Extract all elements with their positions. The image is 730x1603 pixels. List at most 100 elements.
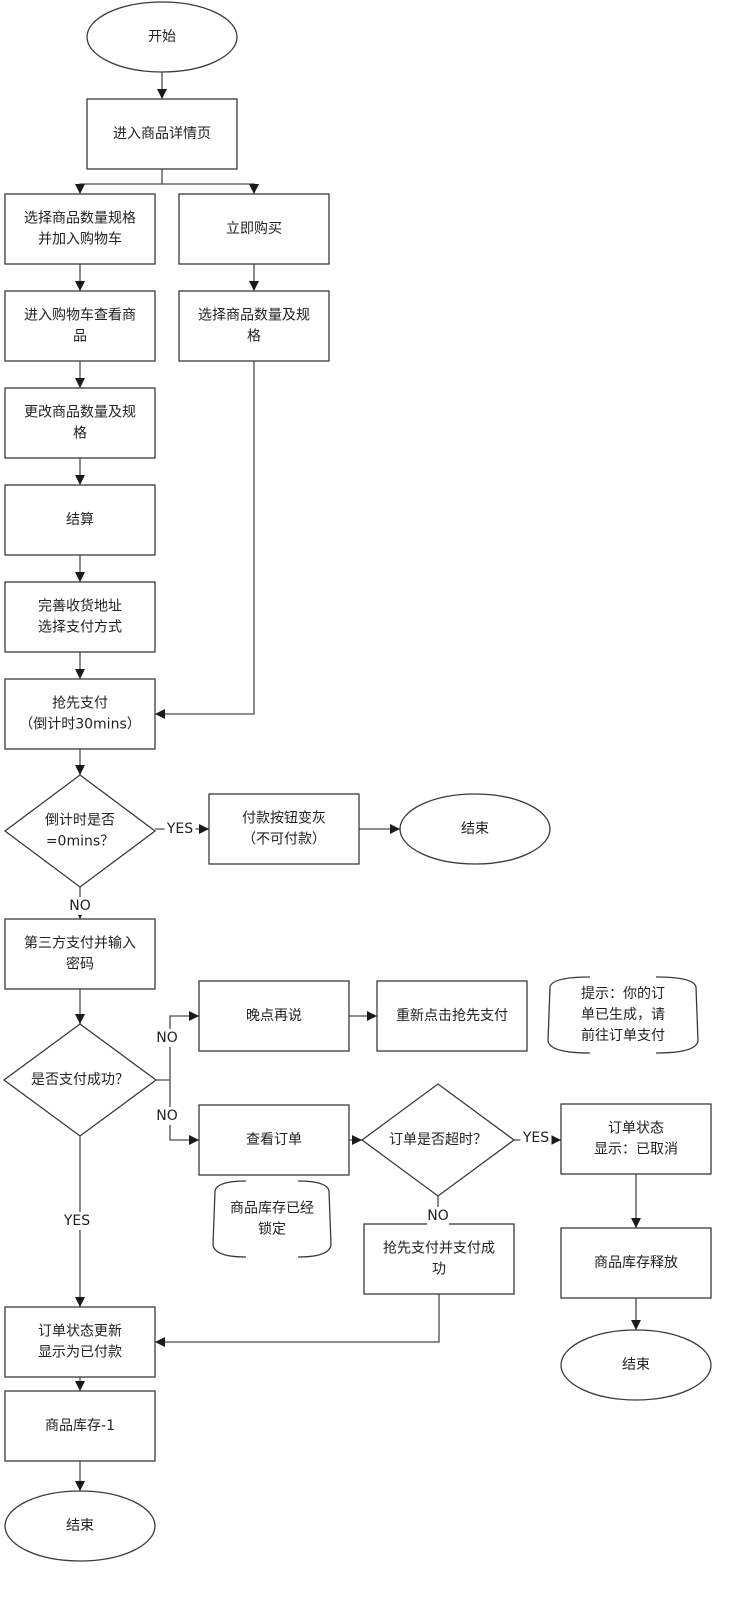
node-label: 结束 [461,821,489,837]
connector-line [155,361,255,715]
node-label: 订单状态 [608,1121,664,1137]
connector-line [79,169,163,194]
edge-rush-pay-to-countdown-zero [75,749,85,775]
node-label: 进入商品详情页 [113,126,211,142]
edge-later-to-retry-rush-pay [349,1011,377,1021]
edge-label-no: NO [156,1107,178,1125]
process-box [4,1306,156,1378]
arrowhead-icon [189,1011,199,1021]
edge-label-background [156,1029,178,1047]
edge-stock-release-to-end-2 [631,1298,641,1330]
edge-label-text: NO [69,898,91,914]
node-view-order: 查看订单 [198,1104,350,1176]
node-label: 付款按钮变灰 [242,811,326,827]
edge-label-text: YES [63,1213,90,1229]
node-detail: 进入商品详情页 [86,98,238,170]
arrowhead-icon [249,184,259,194]
process-box [4,918,156,990]
node-label: 晚点再说 [246,1008,302,1024]
node-label: 选择商品数量及规 [198,308,310,324]
node-button-grey: 付款按钮变灰（不可付款） [208,793,360,865]
node-label: 品 [73,329,87,345]
node-retry-rush-pay: 重新点击抢先支付 [376,980,528,1052]
edge-label-background [69,897,91,915]
node-label: 显示：已取消 [594,1142,678,1158]
note-right-bracket [297,1180,332,1258]
node-label: 商品库存已经 [230,1201,314,1217]
node-label: 并加入购物车 [38,231,122,248]
node-label: 显示为已付款 [38,1345,122,1361]
edge-start-to-detail [157,72,167,99]
node-label: 商品库存-1 [45,1418,115,1434]
node-pay-success: 是否支付成功？ [2,1023,158,1137]
node-label: 是否支付成功？ [31,1072,129,1088]
arrowhead-icon [155,1337,165,1347]
edge-label-text: NO [427,1208,449,1224]
process-box [4,1390,156,1462]
edge-select-spec-to-rush-pay [155,361,255,719]
node-label: 密码 [66,956,94,973]
node-end-1: 结束 [399,793,551,865]
node-label: 结束 [66,1518,94,1534]
process-box [178,290,330,362]
arrowhead-icon [75,475,85,485]
node-end-3: 结束 [4,1490,156,1562]
arrowhead-icon [551,1135,561,1145]
arrowhead-icon [155,709,165,719]
node-label: 抢先支付 [52,695,108,712]
edge-label-yes: YES [520,1129,552,1147]
arrowhead-icon [189,1135,199,1145]
arrowhead-icon [75,669,85,679]
edge-order-cancelled-to-stock-release [631,1174,641,1228]
process-box [376,980,528,1052]
connector-line [162,183,255,194]
node-rush-pay: 抢先支付（倒计时30mins） [4,678,156,750]
node-label: 完善收货地址 [38,598,122,615]
process-box [208,793,360,865]
arrowhead-icon [75,281,85,291]
node-label: 倒计时是否 [45,813,115,829]
decision-diamond [3,774,157,888]
process-box [560,1103,712,1175]
node-checkout: 结算 [4,484,156,556]
node-label: 立即购买 [226,221,282,237]
arrowhead-icon [75,1381,85,1391]
edge-checkout-to-address-payment [75,555,85,582]
node-label: 重新点击抢先支付 [396,1007,508,1024]
node-label: 选择商品数量规格 [24,211,136,227]
terminal-ellipse [399,793,551,865]
arrowhead-icon [390,824,400,834]
node-label: 单已生成，请 [581,1007,665,1023]
edge-order-paid-to-stock-minus [75,1377,85,1391]
arrowhead-icon [75,378,85,388]
node-label: 选择支付方式 [38,620,122,636]
edge-pay-success-to-later [156,1011,199,1081]
edge-label-no: NO [156,1029,178,1047]
arrowhead-icon [75,1481,85,1491]
node-buy-now: 立即购买 [178,193,330,265]
edge-rush-pay-success-to-order-paid [155,1294,440,1347]
node-label: 更改商品数量及规 [24,405,136,421]
edge-change-spec-to-checkout [75,458,85,485]
arrowhead-icon [75,572,85,582]
arrowhead-icon [75,1297,85,1307]
edge-view-order-to-order-timeout [349,1135,362,1145]
node-order-timeout: 订单是否超时？ [360,1083,516,1197]
node-stock-release: 商品库存释放 [560,1227,712,1299]
decision-diamond [2,1023,158,1137]
node-label: 进入购物车查看商 [24,307,136,324]
edge-label-yes: YES [164,820,196,838]
nodes-layer: 开始进入商品详情页选择商品数量规格并加入购物车立即购买进入购物车查看商品选择商品… [2,1,712,1562]
process-box [4,581,156,653]
process-box [363,1223,515,1295]
edge-label-background [61,1212,93,1230]
arrowhead-icon [157,89,167,99]
process-box [4,290,156,362]
